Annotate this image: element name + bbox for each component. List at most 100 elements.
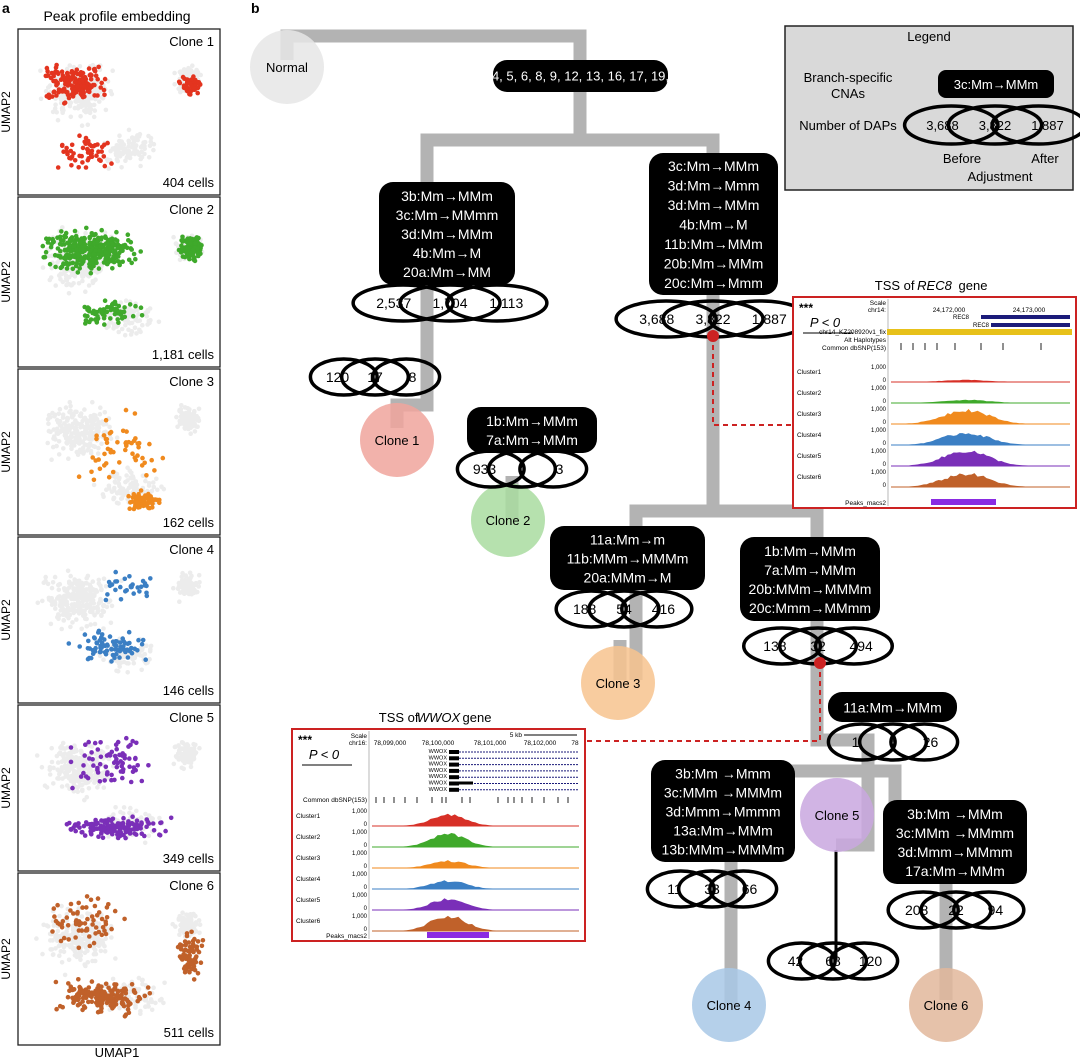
cna-line: 11b:MMm→MMMm: [567, 550, 689, 566]
wwox-link: [585, 663, 821, 742]
clone-cell: [104, 905, 110, 910]
clone-cell: [77, 133, 82, 138]
clone-cell: [118, 597, 124, 602]
clone-cell: [142, 833, 147, 839]
clone-cell: [95, 142, 100, 147]
background-cell: [60, 110, 65, 115]
background-cell: [157, 997, 163, 1003]
background-cell: [125, 670, 130, 675]
clone-cell: [145, 501, 150, 506]
clone-cell: [182, 948, 187, 954]
clone-cell: [149, 457, 154, 463]
cna-line: 1b:Mm→MMm: [764, 543, 856, 559]
background-cell: [67, 399, 73, 405]
cna-line: 20a:MMm→M: [584, 569, 672, 585]
background-cell: [161, 1000, 166, 1006]
node-clone2-label: Clone 2: [486, 513, 531, 528]
background-cell: [185, 752, 191, 758]
background-cell: [52, 106, 58, 111]
coverage-track: [891, 473, 1070, 487]
background-cell: [182, 917, 188, 922]
clone-cell: [139, 641, 145, 647]
clone-cell: [91, 477, 97, 483]
clone-cell: [55, 902, 60, 908]
background-cell: [146, 155, 152, 160]
clone-cell: [99, 916, 105, 922]
clone-cell: [75, 84, 80, 89]
background-cell: [82, 589, 87, 594]
clone-cell: [107, 634, 113, 639]
clone-cell: [80, 995, 86, 1001]
clone-cell: [68, 148, 74, 154]
background-cell: [66, 456, 71, 462]
clone-cell: [103, 250, 109, 255]
cluster-label: Cluster1: [797, 369, 822, 376]
clone-cell: [109, 307, 114, 313]
clone-cell: [99, 149, 104, 154]
clone-cell: [104, 440, 110, 446]
clone-cell: [144, 593, 150, 599]
clone-cell: [72, 76, 78, 81]
clone-cell: [152, 497, 158, 502]
clone-cell: [68, 827, 74, 832]
background-cell: [64, 602, 70, 607]
umap2-label: UMAP2: [0, 599, 13, 641]
clone-cell: [182, 955, 188, 961]
background-cell: [174, 241, 179, 247]
background-cell: [118, 809, 123, 815]
track-ymax: 1,000: [352, 851, 368, 857]
clone-cell: [112, 753, 118, 759]
background-cell: [78, 606, 83, 612]
background-cell: [59, 743, 64, 749]
track-ymax: 1,000: [352, 809, 368, 815]
background-cell: [119, 488, 124, 493]
background-cell: [110, 976, 116, 982]
legend-dap-value: 3,688: [926, 118, 959, 133]
clone-cell: [106, 752, 112, 757]
clone-cell: [80, 94, 86, 100]
dap-shared: 4: [518, 461, 526, 477]
clone-cell: [134, 818, 140, 823]
clone-cell: [134, 740, 139, 746]
background-cell: [96, 577, 102, 583]
track-label: chr14:: [868, 307, 886, 314]
clone-cell: [108, 988, 113, 993]
clone-cell: [182, 939, 188, 944]
clone-cell: [108, 818, 114, 823]
cna-box-clone45-bg: [740, 537, 880, 621]
background-cell: [176, 86, 181, 91]
clone-cell: [109, 926, 114, 932]
background-cell: [53, 102, 58, 107]
background-cell: [56, 612, 61, 617]
clone-cell: [103, 921, 109, 927]
background-cell: [85, 448, 90, 453]
background-cell: [189, 412, 195, 417]
background-cell: [196, 572, 202, 578]
track-ymin: 0: [883, 462, 887, 468]
clone-cell: [179, 243, 184, 248]
cna-line: 3c:MMm →MMMm: [664, 784, 782, 800]
background-cell: [48, 414, 53, 420]
clone-cell: [96, 149, 101, 154]
background-cell: [66, 291, 72, 296]
background-cell: [90, 278, 96, 284]
background-cell: [104, 157, 110, 162]
background-cell: [142, 146, 147, 151]
background-cell: [95, 451, 101, 456]
clone-cell: [87, 142, 92, 147]
clone-cell: [158, 820, 163, 826]
background-cell: [70, 620, 75, 625]
cna-line: 20b:MMm→MMMm: [749, 581, 872, 597]
clone-cell: [114, 651, 119, 657]
peaks-label: Peaks_macs2: [845, 500, 886, 507]
background-cell: [59, 903, 64, 909]
background-cell: [179, 578, 185, 583]
clone-cell: [100, 925, 106, 930]
background-cell: [86, 283, 92, 288]
clone-cell: [184, 933, 190, 939]
clone-cell: [85, 916, 90, 922]
clone-cell: [61, 935, 67, 941]
